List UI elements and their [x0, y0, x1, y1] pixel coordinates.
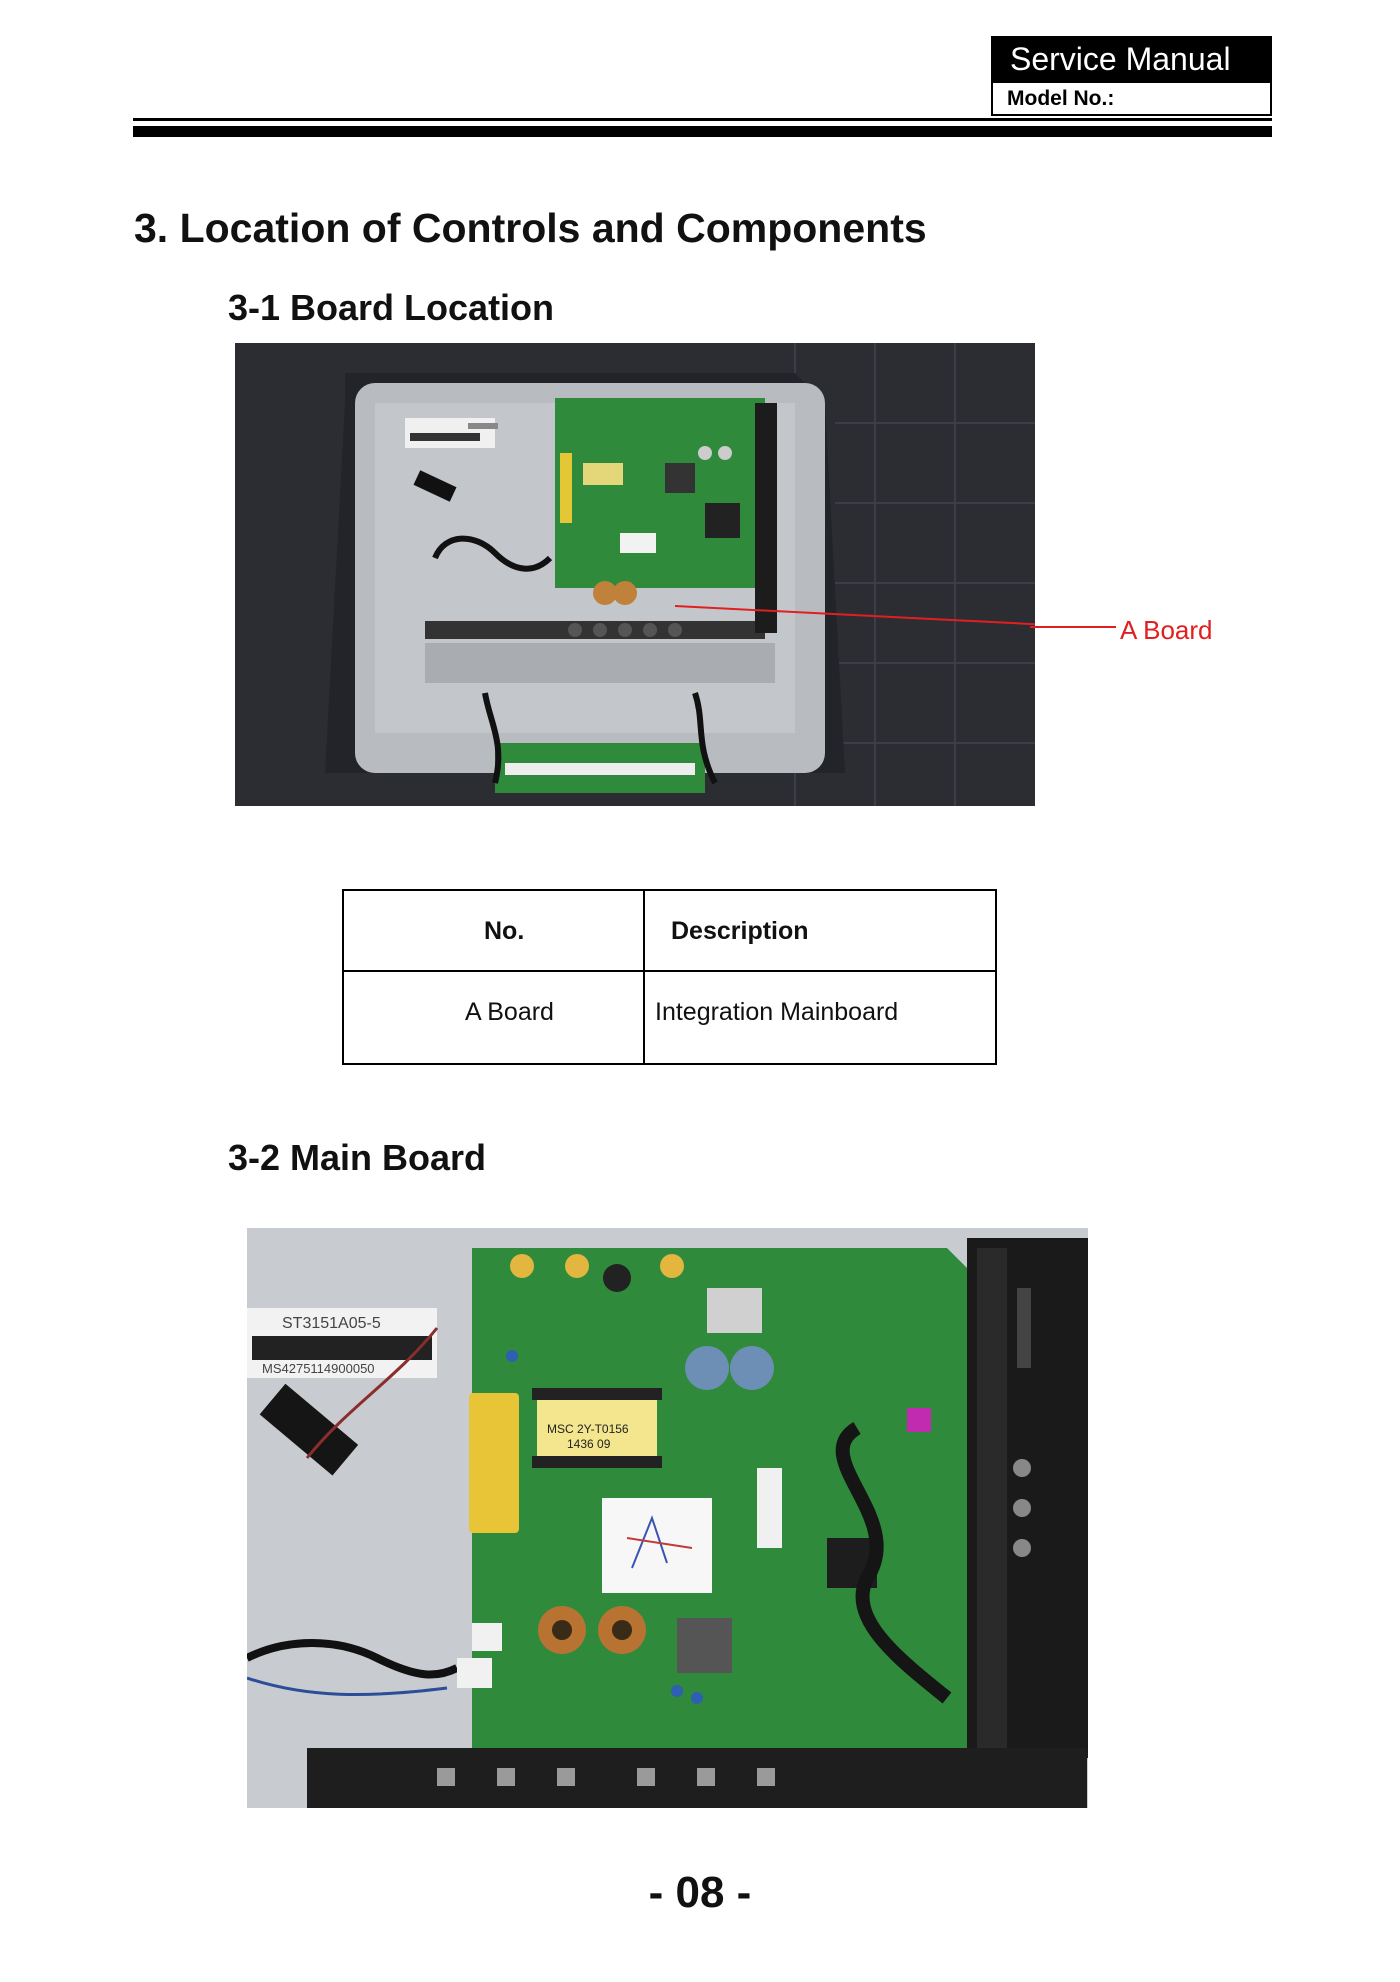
section-title: 3. Location of Controls and Components	[134, 205, 927, 251]
board-table: No. Description A Board Integration Main…	[342, 889, 997, 1065]
header-model-label: Model No.:	[993, 80, 1270, 114]
board-location-photo	[235, 343, 1035, 806]
subsection-title-main-board: 3-2 Main Board	[228, 1137, 487, 1178]
header-box	[991, 36, 1272, 116]
main-board-photo: ST3151A05-5 MS4275114900050 MSC 2Y-T0156…	[247, 1228, 1088, 1808]
subsection-title-board-location: 3-1 Board Location	[228, 287, 555, 328]
table-header-no: No.	[484, 917, 525, 945]
table-cell-no: A Board	[465, 998, 554, 1026]
table-cell-description: Integration Mainboard	[655, 998, 899, 1026]
page-number: - 08 -	[648, 1868, 752, 1917]
table-divider-vertical	[643, 891, 645, 1063]
sticker-model-text: ST3151A05-5	[282, 1315, 381, 1332]
callout-leader-line	[1030, 626, 1116, 628]
header-rule-thin	[133, 118, 1272, 121]
table-header-description: Description	[671, 917, 809, 945]
transformer-label: MSC 2Y-T0156	[547, 1422, 629, 1436]
header-rule-thick	[133, 126, 1272, 137]
sticker-serial-text: MS4275114900050	[262, 1361, 375, 1376]
header-title: Service Manual	[993, 38, 1270, 80]
table-divider-horizontal	[344, 970, 995, 972]
a-board-callout: A Board	[1120, 615, 1213, 645]
transformer-sub-label: 1436 09	[567, 1437, 611, 1451]
